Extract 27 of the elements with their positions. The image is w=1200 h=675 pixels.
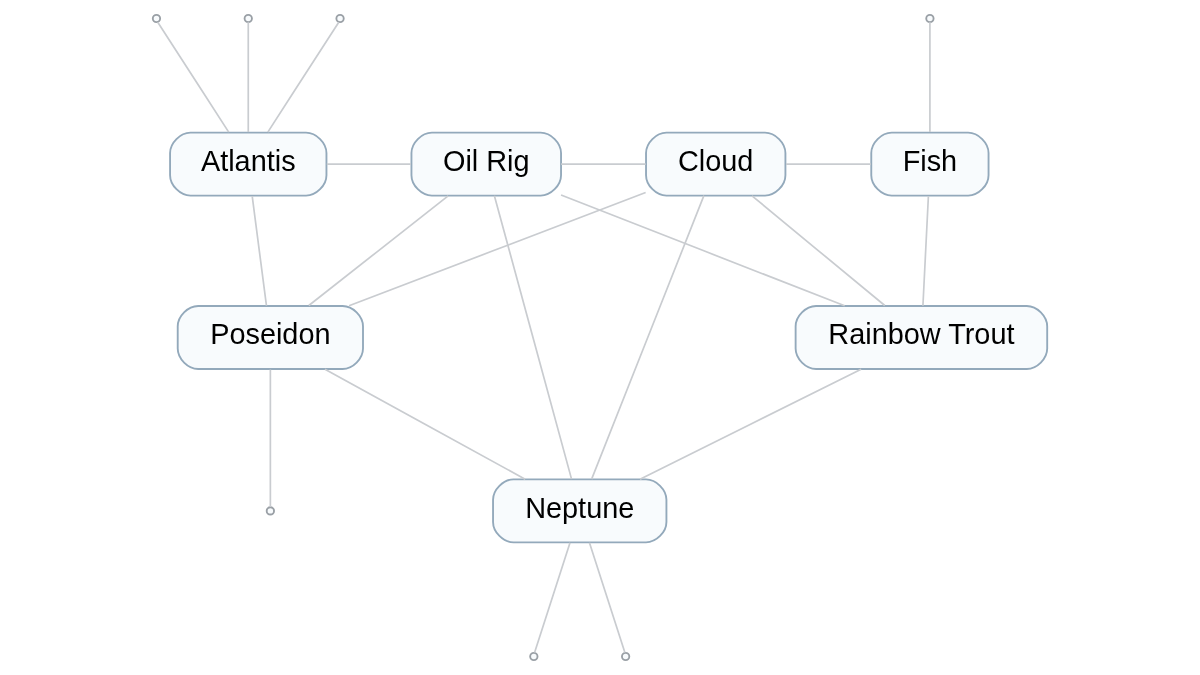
node-box: Cloud (645, 131, 787, 197)
connector (324, 368, 526, 481)
connector (348, 191, 647, 307)
connector (639, 368, 862, 481)
connector (325, 163, 412, 165)
connector (251, 195, 268, 307)
connector (785, 163, 872, 165)
connector (247, 21, 250, 133)
node-box: Oil Rig (410, 131, 562, 197)
connector (751, 194, 886, 307)
connector (493, 194, 573, 480)
connector (269, 368, 272, 508)
node-box: Poseidon (176, 305, 364, 370)
connector (588, 541, 626, 654)
connector (533, 541, 571, 654)
node-box: Atlantis (169, 131, 328, 197)
connector (307, 194, 449, 307)
connector (560, 194, 846, 307)
node-box: Fish (870, 131, 990, 197)
connector (922, 195, 930, 307)
connector (156, 21, 230, 133)
node-box: Neptune (492, 478, 668, 544)
connector (929, 21, 931, 133)
connector (560, 163, 647, 165)
connector (590, 194, 705, 480)
connector (266, 21, 340, 133)
node-box: Rainbow Trout (794, 305, 1049, 370)
